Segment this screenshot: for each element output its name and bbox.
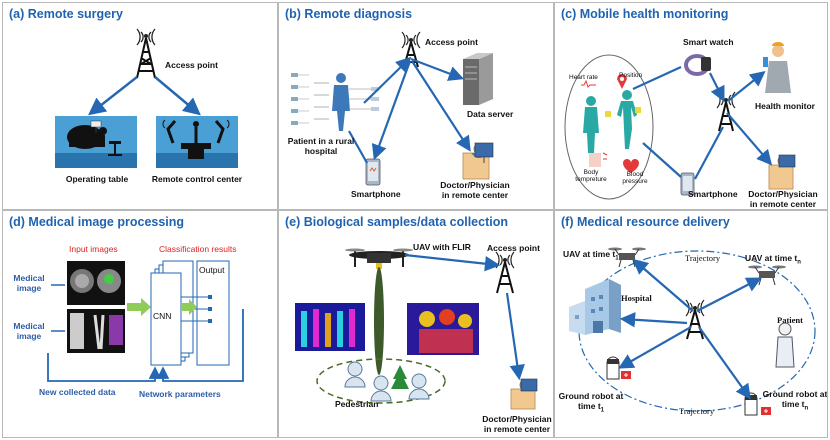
access-point-tower-icon [136,28,156,79]
data-server-label: Data server [467,109,514,119]
operating-table-label: Operating table [65,174,129,184]
panel-mobile-health-monitoring: (c) Mobile health monitoring [554,2,828,210]
access-point-label: Access point [487,243,540,253]
new-collected-data-label: New collected data [39,387,116,397]
ground-robot-t1-icon [606,356,631,380]
camera-beam [374,267,384,375]
patient-figure-icon [775,322,795,368]
pedestrian-icons [344,361,430,402]
medical-image-diagram [47,260,244,382]
smartphone-icon [680,172,695,196]
trajectory-path [578,250,816,412]
remote-diagnosis-diagram [291,31,494,186]
classification-results-label: Classification results [159,244,237,254]
access-point-tower-icon [685,299,705,340]
remote-control-center-label: Remote control center [151,174,243,184]
health-monitor-label: Health monitor [755,101,815,111]
smartphone-icon [365,158,381,186]
panel-title: (c) Mobile health monitoring [561,7,729,21]
smart-watch-icon [684,54,711,76]
panel-title: (d) Medical image processing [9,215,185,229]
panel-biological-samples: (e) Biological samples/data collection [278,210,554,438]
health-monitor-person-icon [763,42,791,93]
panel-title: (a) Remote surgery [9,7,123,21]
doctor-desk-icon [462,142,494,180]
cnn-layers [150,260,194,366]
pedestrian-label: Pedestrian [335,399,379,409]
green-arrow [127,298,151,316]
input-images [67,261,125,353]
output-label: Output [199,265,225,275]
patient-label: Patient [777,315,803,325]
medical-image-label: Medical image [13,273,45,293]
panel-medical-resource-delivery: (f) Medical resource delivery [554,210,828,438]
position-label: Position [619,72,643,79]
mobile-health-diagram [564,42,796,200]
medical-image-label: Medical image [13,321,45,341]
biological-samples-diagram [295,248,538,410]
pedestrian-area [316,358,446,404]
doctor-desk-icon [510,378,538,410]
patient-label: Patient in a rural hospital [287,136,355,156]
panel-title: (b) Remote diagnosis [285,7,413,21]
doctor-label: Doctor/Physician in remote center [748,189,818,209]
thermal-image-right [407,303,479,355]
network-parameters-label: Network parameters [139,389,221,399]
smart-watch-label: Smart watch [683,37,734,47]
hospital-label: Hospital [621,293,652,303]
patient-figure-image [291,73,379,131]
trajectory-top-label: Trajectory [685,253,721,263]
output-box [196,260,230,366]
doctor-label: Doctor/Physician in remote center [440,180,510,200]
smartphone-label: Smartphone [351,189,401,199]
panel-title: (f) Medical resource delivery [561,215,730,229]
doctor-desk-icon [768,154,796,190]
panel-remote-surgery: (a) Remote surgery [2,2,278,210]
uav-drone-icon [345,248,413,269]
operating-table-image [55,116,137,168]
data-server-icon [463,53,493,105]
medical-delivery-diagram [569,247,816,416]
uav-label: UAV with FLIR [413,242,471,252]
uav-t1-label: UAV at time t1 [563,249,619,262]
doctor-label: Doctor/Physician in remote center [482,414,552,434]
heart-rate-label: Heart rate [569,74,598,81]
hospital-building-icon [569,279,621,335]
access-point-label: Access point [165,60,218,70]
cnn-label: CNN [153,311,172,321]
panel-medical-image-processing: (d) Medical image processing [2,210,278,438]
panel-remote-diagnosis: (b) Remote diagnosis [278,2,554,210]
remote-surgery-diagram [55,28,238,168]
panel-title: (e) Biological samples/data collection [285,215,508,229]
body-temperature-label: Body tempreture [575,169,607,183]
access-point-label: Access point [425,37,478,47]
remote-control-center-image [156,116,238,168]
ground-robot-tn-label: Ground robot at time tn [762,389,828,412]
body-sensors-image [581,74,641,173]
uav-tn-label: UAV at time tn [745,253,801,266]
smartphone-label: Smartphone [688,189,738,199]
access-point-tower-icon [401,31,421,68]
ground-robot-t1-label: Ground robot at time t1 [558,391,624,414]
trajectory-bottom-label: Trajectory [679,406,715,416]
access-point-tower-icon [495,251,515,294]
blood-pressure-label: Blood pressure [622,171,648,185]
green-arrow [181,299,197,315]
input-images-label: Input images [69,244,118,254]
thermal-image-left [295,303,365,351]
